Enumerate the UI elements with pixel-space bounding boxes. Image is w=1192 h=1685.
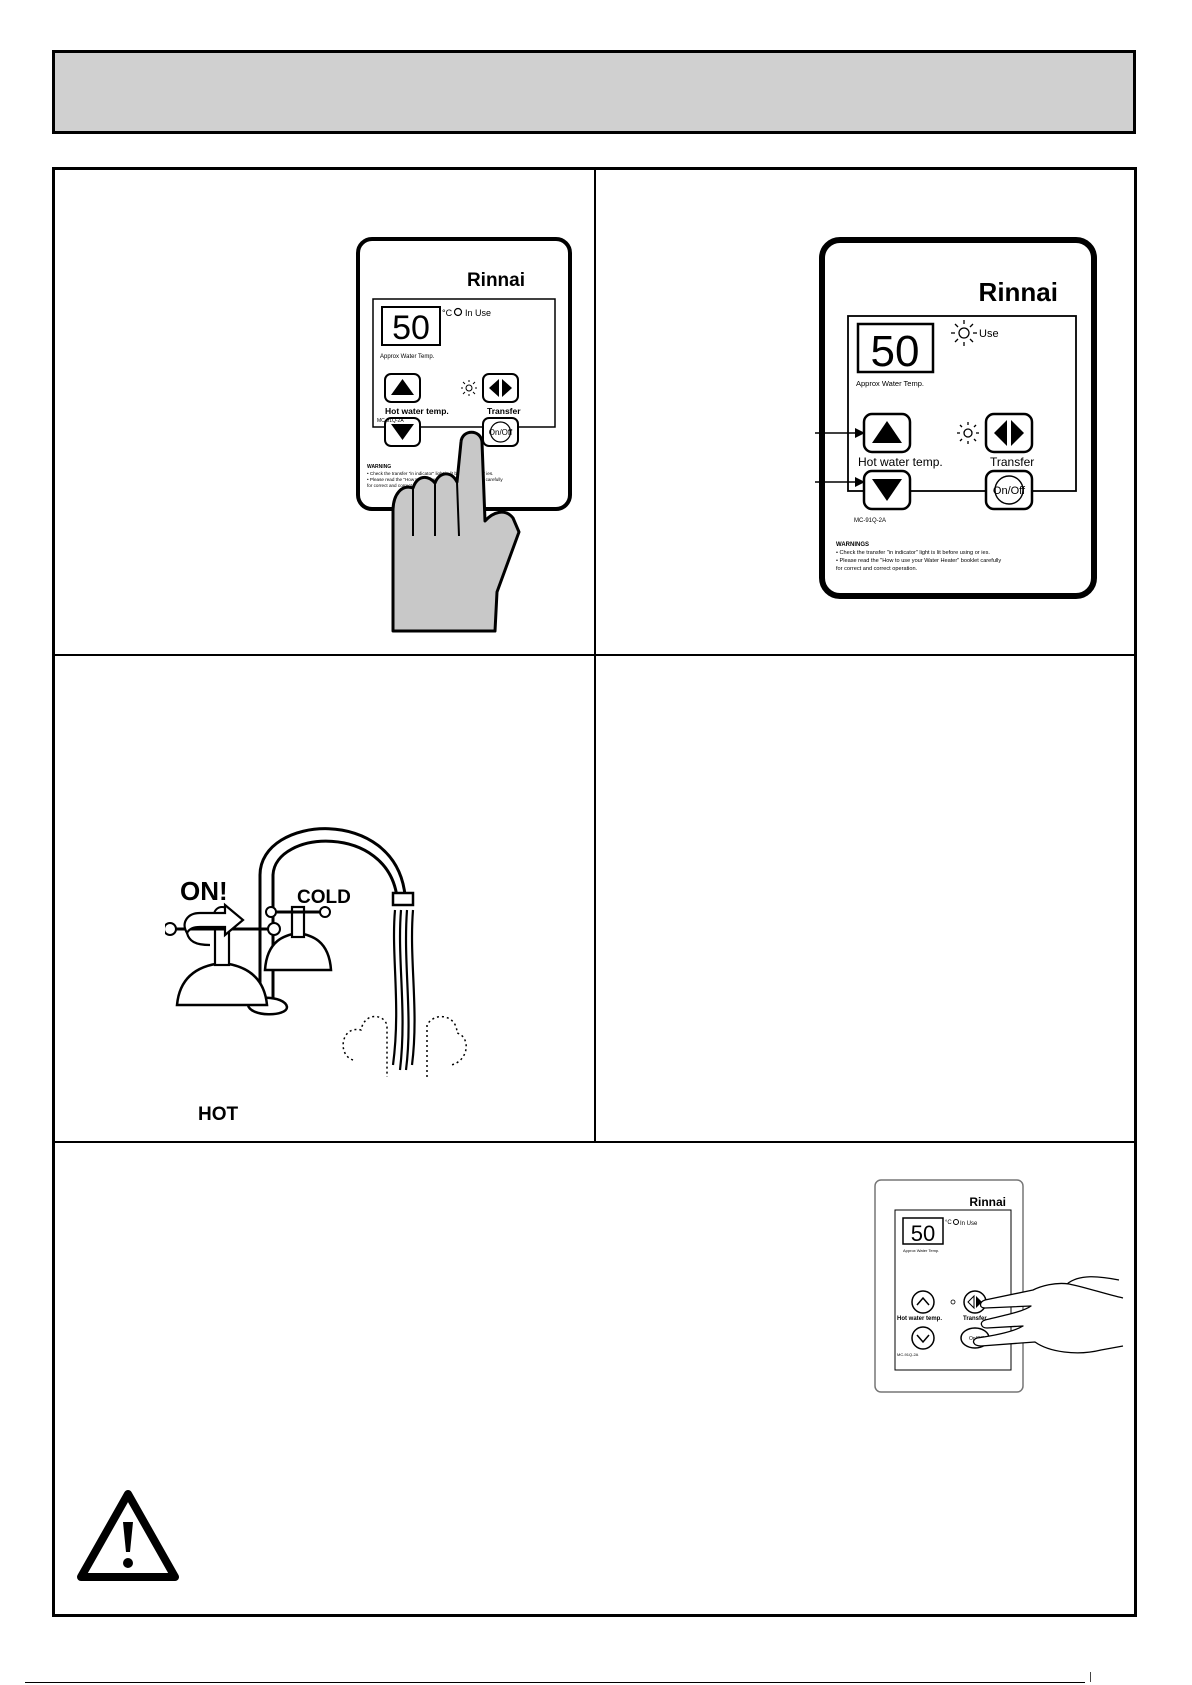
- pointer-arrows: [815, 428, 865, 487]
- transfer-right-icon: [976, 1296, 982, 1308]
- warning-line-2: • Please read the "How to use your Water…: [836, 558, 1001, 564]
- hot-water-temp-label: Hot water temp.: [858, 455, 943, 469]
- controller-illustration-transfer: Rinnai 50 °C In Use Approx Water Temp. H…: [874, 1179, 1124, 1393]
- unit-label: °C: [945, 1220, 952, 1226]
- in-use-label: Use: [979, 328, 999, 340]
- tap-spout: [258, 827, 407, 1002]
- control-area: [372, 298, 556, 428]
- model-number: MC-91Q-2A: [897, 1352, 919, 1357]
- hot-water-temp-label: Hot water temp.: [385, 406, 449, 416]
- display-caption: Approx Water Temp.: [903, 1248, 939, 1253]
- transfer-indicator-light: [461, 380, 477, 396]
- transfer-right-icon: [1011, 420, 1024, 446]
- rotate-arrow-icon: [183, 902, 245, 947]
- brand-logo: Rinnai: [969, 1195, 1006, 1209]
- in-use-indicator: [453, 307, 463, 317]
- in-use-indicator: [953, 1219, 959, 1225]
- display-caption: Approx Water Temp.: [380, 354, 435, 360]
- in-use-indicator-light: [951, 320, 977, 346]
- arrow-right-icon: [855, 428, 865, 438]
- on-off-label: On/Off: [489, 428, 513, 437]
- cold-label: COLD: [297, 887, 351, 908]
- transfer-left-icon: [994, 420, 1007, 446]
- spout-nozzle: [391, 891, 415, 907]
- brand-logo: Rinnai: [467, 270, 525, 291]
- footer-rule: [25, 1682, 1085, 1683]
- pointing-hand: [972, 1282, 1124, 1354]
- temp-down-button[interactable]: [911, 1326, 935, 1350]
- model-number: MC-91Q-2A: [377, 418, 404, 424]
- transfer-button[interactable]: [963, 1290, 987, 1314]
- temperature-display: [856, 322, 935, 374]
- transfer-label: Transfer: [487, 406, 521, 416]
- on-off-button[interactable]: On/Off: [984, 469, 1034, 511]
- on-off-label: On/Off: [993, 485, 1026, 497]
- transfer-label: Transfer: [963, 1316, 987, 1322]
- transfer-indicator-light: [957, 422, 979, 444]
- arrow-down-icon: [391, 424, 414, 440]
- in-use-label: In Use: [465, 308, 491, 318]
- column-divider: [594, 167, 596, 1142]
- display-caption: Approx Water Temp.: [856, 379, 924, 388]
- display-value: 50: [911, 1221, 935, 1246]
- warning-line-1: • Check the transfer "in indicator" ligh…: [367, 471, 493, 476]
- control-area: [847, 315, 1077, 492]
- model-number: MC-91Q-2A: [854, 518, 886, 524]
- transfer-left-icon: [489, 379, 499, 397]
- display-value: 50: [392, 309, 430, 347]
- arrow-up-icon: [872, 421, 902, 443]
- footer-tick: [1090, 1672, 1091, 1682]
- warning-line-1: • Check the transfer "in indicator" ligh…: [836, 550, 990, 556]
- row-divider-2: [52, 1141, 1137, 1143]
- unit-label: °C: [442, 308, 453, 318]
- temp-up-button[interactable]: [911, 1290, 935, 1314]
- steam-cloud: [342, 1015, 467, 1077]
- temperature-display: [381, 306, 441, 346]
- controller-illustration-temperature: Rinnai 50 Use Approx Water Temp. Hot wat…: [819, 237, 1097, 599]
- temp-down-button[interactable]: [384, 417, 421, 447]
- on-off-button[interactable]: On/Off: [482, 417, 519, 447]
- transfer-button[interactable]: [984, 412, 1034, 454]
- transfer-left-icon: [967, 1294, 975, 1310]
- display-value: 50: [871, 327, 920, 376]
- transfer-indicator-light: [950, 1299, 956, 1305]
- controller-body: [874, 1179, 1024, 1393]
- chevron-down-icon: [916, 1334, 930, 1344]
- controller-illustration-power: Rinnai 50 °C In Use Approx Water Temp. H…: [356, 237, 572, 633]
- cold-tap: [263, 905, 333, 972]
- water-stream: [391, 909, 416, 1071]
- chevron-up-icon: [916, 1296, 930, 1306]
- temperature-display: [902, 1217, 944, 1245]
- in-use-label: In Use: [960, 1221, 978, 1227]
- hot-water-temp-label: Hot water temp.: [897, 1316, 942, 1322]
- arrow-right-icon: [855, 477, 865, 487]
- temp-down-button[interactable]: [862, 469, 912, 511]
- control-area: [894, 1209, 1012, 1371]
- tap-illustration: ON! COLD HOT: [165, 827, 467, 1125]
- on-label: ON!: [180, 876, 228, 906]
- pressing-hand: [391, 430, 521, 633]
- brand-logo: Rinnai: [979, 277, 1058, 307]
- warning-line-3: for correct and correct operation.: [836, 566, 918, 572]
- transfer-right-icon: [502, 379, 512, 397]
- transfer-button[interactable]: [482, 373, 519, 403]
- temp-up-button[interactable]: [384, 373, 421, 403]
- warning-line-3: for correct and correct operation.: [367, 483, 434, 488]
- warning-title: WARNING: [367, 464, 391, 470]
- arrow-down-icon: [872, 479, 902, 501]
- transfer-label: Transfer: [990, 455, 1034, 469]
- arrow-up-icon: [391, 379, 414, 395]
- warning-triangle-icon: [77, 1490, 179, 1581]
- hot-label: HOT: [198, 1104, 239, 1125]
- header-band: [52, 50, 1136, 134]
- warning-title: WARNINGS: [836, 542, 869, 548]
- temp-up-button[interactable]: [862, 412, 912, 454]
